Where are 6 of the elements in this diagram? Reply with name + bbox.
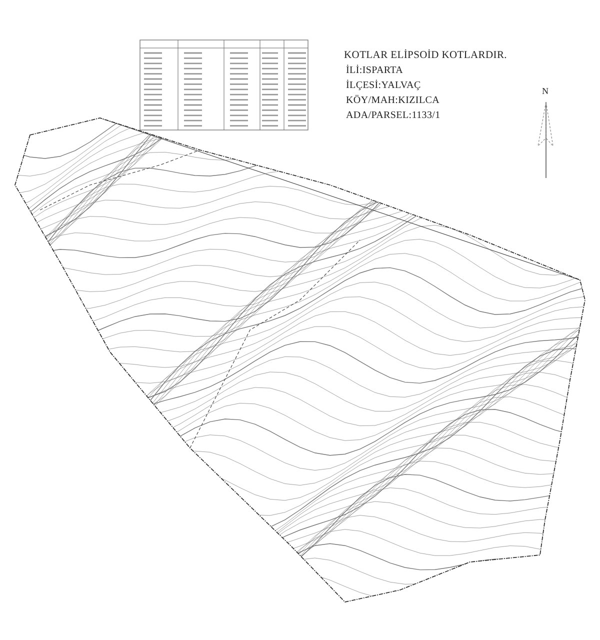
map-note: İLİ:ISPARTA	[346, 65, 404, 76]
map-note: ADA/PARSEL:1133/1	[346, 110, 442, 121]
map-note: KOTLAR ELİPSOİD KOTLARDIR.	[344, 50, 507, 61]
north-label: N	[542, 86, 548, 96]
map-note: İLÇESİ:YALVAÇ	[346, 80, 422, 91]
map-note: KÖY/MAH:KIZILCA	[346, 95, 441, 106]
